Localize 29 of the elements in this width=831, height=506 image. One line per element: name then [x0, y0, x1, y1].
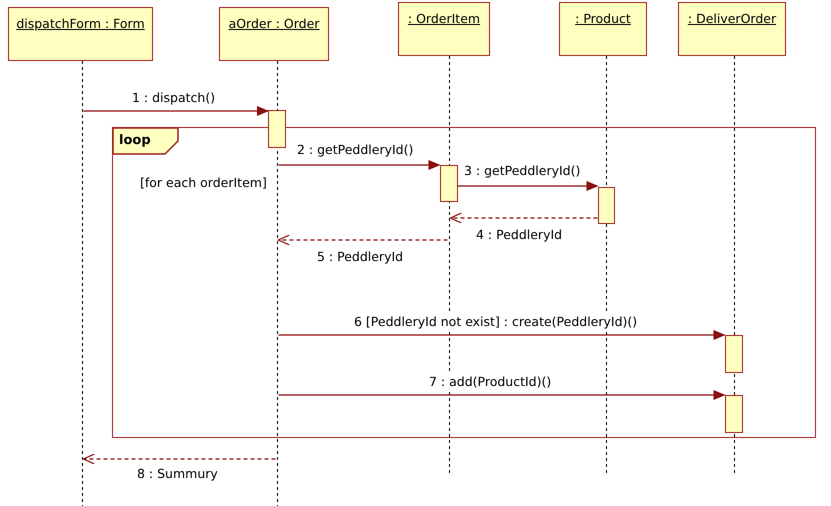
lifeline-head: aOrder : Order — [219, 7, 329, 61]
activation-bar — [724, 334, 742, 372]
loop-frame — [112, 127, 816, 438]
activation-bar — [598, 186, 614, 224]
message-arrow — [84, 106, 269, 116]
lifeline-head: : DeliverOrder — [678, 2, 786, 56]
lifeline — [276, 61, 278, 506]
return-message-arrow — [278, 234, 448, 246]
activation-bar — [724, 394, 742, 432]
activation-bar — [268, 110, 286, 148]
activation-bar — [440, 164, 458, 202]
message-arrow — [458, 181, 598, 191]
return-message-arrow — [82, 453, 276, 465]
message-label: 1 : dispatch() — [130, 90, 218, 105]
message-label: 2 : getPeddleryId() — [295, 142, 416, 157]
lifeline — [80, 61, 84, 506]
message-label: 7 : add(ProductId)() — [427, 374, 554, 389]
lifeline-head: dispatchForm : Form — [8, 7, 153, 61]
frame-operator: loop — [119, 133, 151, 148]
lifeline-head: : Product — [559, 2, 647, 56]
message-label: 6 [PeddleryId not exist] : create(PeddleryId)() — [352, 314, 640, 329]
message-arrow — [278, 330, 726, 340]
message-arrow — [278, 160, 440, 170]
lifeline-head: : OrderItem — [398, 2, 490, 56]
return-message-arrow — [450, 212, 598, 224]
message-label: 8 : Summury — [135, 466, 220, 481]
message-arrow — [278, 390, 726, 400]
message-label: 3 : getPeddleryId() — [462, 163, 582, 178]
guard-condition: [for each orderItem] — [140, 175, 267, 190]
